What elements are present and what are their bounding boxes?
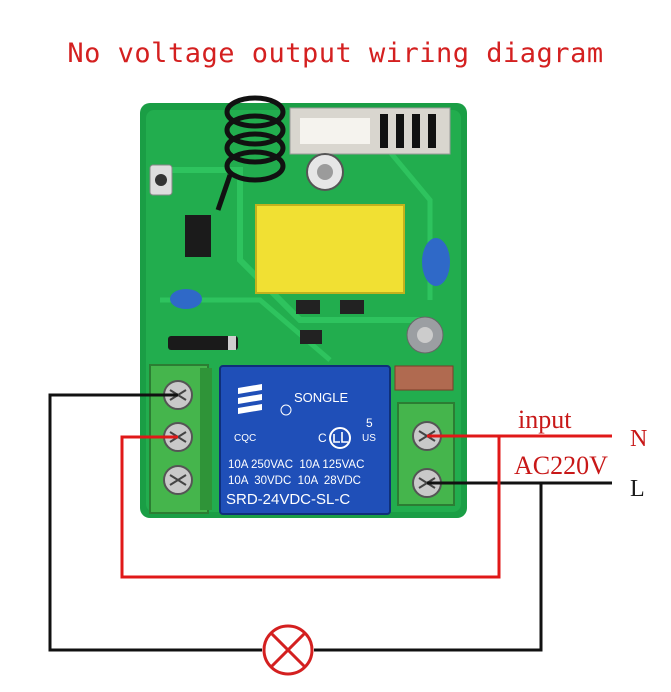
relay-cqc: CQC [234, 433, 256, 444]
right-terminal-block [397, 402, 455, 506]
voltage-label: AC220V [514, 451, 608, 480]
screw-terminal-icon [163, 465, 193, 495]
relay-pin: 5 [366, 416, 373, 430]
red-wire [120, 434, 612, 579]
left-terminal-block [149, 364, 212, 514]
black-wire [48, 393, 612, 652]
ul-mark-icon [329, 427, 351, 449]
relay-model: SRD-24VDC-SL-C [226, 491, 350, 508]
relay-rating-line1: 10A 250VAC 10A 125VAC [228, 459, 364, 471]
diagram-title: No voltage output wiring diagram [67, 38, 604, 69]
songle-logo-icon [238, 384, 262, 414]
input-label: input [518, 405, 572, 434]
relay-rating-line2: 10A 30VDC 10A 28VDC [228, 475, 361, 487]
lamp-icon [262, 624, 314, 676]
relay-brand: SONGLE [294, 390, 349, 405]
relay-us: US [362, 433, 376, 444]
neutral-label: N [630, 426, 647, 452]
antenna-coil [215, 95, 286, 211]
relay: SONGLE CQC C 5 US 10A 250VAC 10A 125VAC … [219, 365, 391, 515]
relay-c: C [318, 431, 327, 445]
live-label: L [630, 476, 645, 502]
